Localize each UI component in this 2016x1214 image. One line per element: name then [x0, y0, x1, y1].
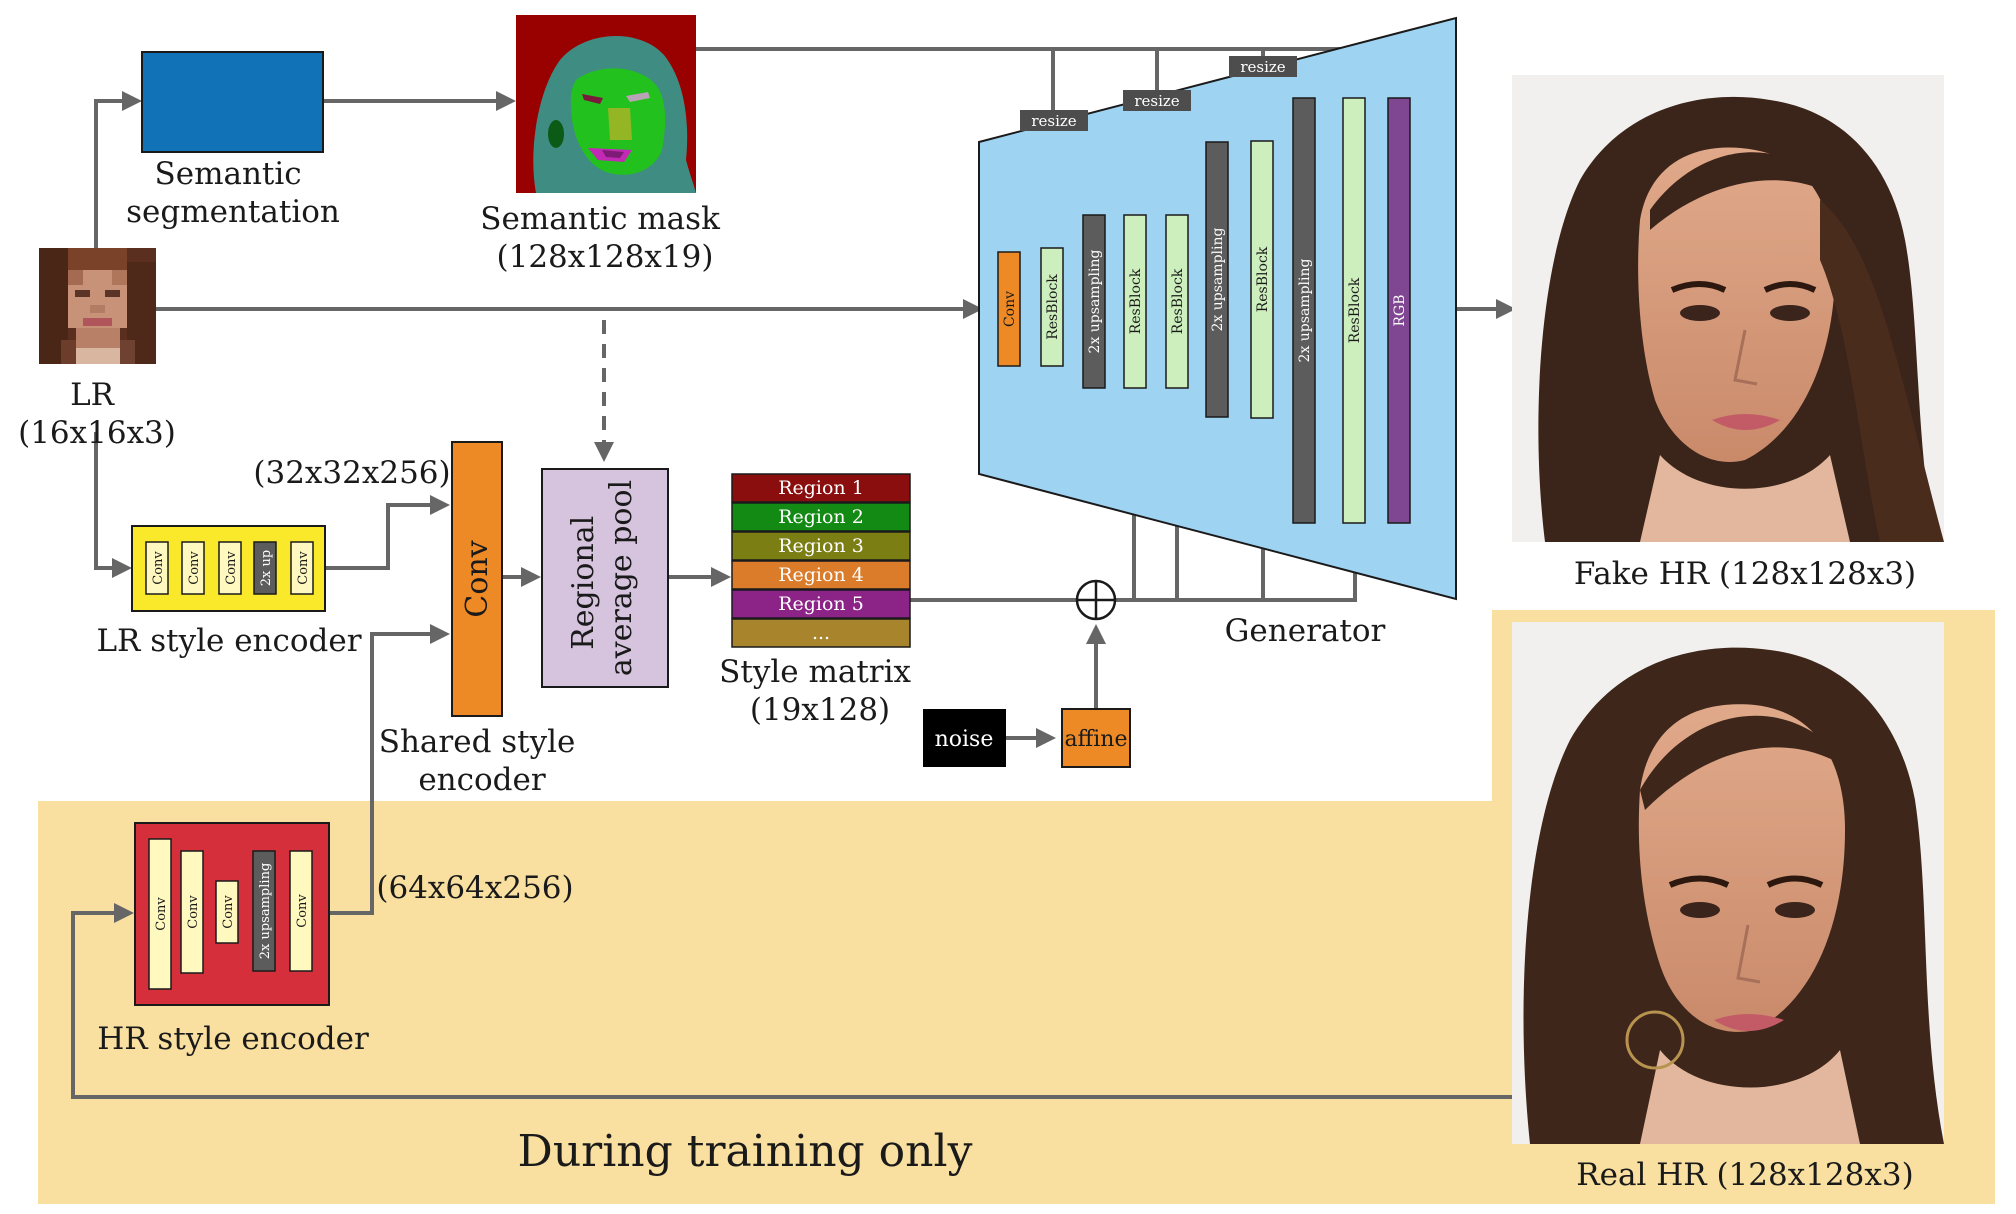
generator-layer-0: [997, 251, 1021, 367]
lr-style-encoder-label: LR style encoder: [96, 623, 361, 659]
semantic-mask-label: Semantic mask (128x128x19): [480, 201, 729, 275]
hr-encoder-layer-label: Conv: [295, 894, 310, 928]
generator-layer-label: Conv: [1002, 291, 1018, 327]
noise-block: [923, 709, 1006, 767]
lr-encoder-layer-1: [181, 541, 205, 595]
real-hr-label: Real HR (128x128x3): [1576, 1157, 1913, 1193]
lr-encoder-layer-label: Conv: [187, 551, 202, 585]
hr-encoder-layer-label: 2x upsampling: [258, 863, 273, 960]
hr-encoder-layer-label: Conv: [221, 895, 236, 929]
generator-layer-label: 2x upsampling: [1297, 258, 1313, 362]
generator-layer-label: ResBlock: [1170, 268, 1186, 334]
generator-layer-3: [1123, 214, 1147, 389]
generator-layer-label: ResBlock: [1347, 277, 1363, 343]
generator-layer-9: [1387, 97, 1411, 524]
generator-layer-4: [1165, 214, 1189, 389]
lr-encoder-layer-label: Conv: [151, 551, 166, 585]
arrow-real-to-hr-encoder: [71, 903, 1512, 1099]
affine-block: [1061, 708, 1131, 768]
arrow-hr-encoder-to-conv: [329, 624, 450, 915]
style-matrix-label: Style matrix (19x128): [719, 654, 921, 728]
generator-layer-6: [1250, 140, 1274, 419]
generator-layer-8: [1342, 97, 1366, 524]
fake-hr-label: Fake HR (128x128x3): [1574, 556, 1916, 592]
generator-layer-label: RGB: [1392, 294, 1408, 326]
generator-label: Generator: [1225, 613, 1386, 649]
hr-encoder-layer-label: Conv: [154, 897, 169, 931]
semantic-segmentation-block: [141, 51, 324, 153]
sum-operator: [1075, 579, 1117, 621]
semantic-mask-image: [516, 15, 696, 194]
svg-text:resize: resize: [1134, 92, 1179, 110]
fake-hr-image: [1512, 75, 1944, 543]
hr-encoder-layer-label: Conv: [186, 895, 201, 929]
generator-layer-2: [1082, 214, 1106, 389]
lr-encoder-layer-4: [290, 541, 314, 595]
style-matrix-row-label: ...: [812, 622, 830, 644]
hr-encoder-layer-3: [252, 850, 276, 972]
training-region: [38, 610, 1995, 1204]
style-matrix: Region 1 Region 2 Region 3 Region 4 Region 5…: [731, 473, 911, 648]
style-matrix-row-2: [731, 531, 911, 561]
generator-layer-label: ResBlock: [1255, 246, 1271, 312]
style-matrix-row-3: [731, 560, 911, 590]
affine-label: affine: [1065, 727, 1128, 752]
lr-encoder-layer-0: [145, 541, 169, 595]
style-matrix-row-label: Region 5: [778, 593, 864, 615]
resize-box-1: resize: [1020, 110, 1088, 131]
resize-box-3: resize: [1229, 56, 1297, 77]
generator-layer-label: 2x upsampling: [1210, 227, 1226, 331]
regional-average-pool-block: [541, 468, 669, 688]
arrow-lr-to-lr-encoder: [94, 432, 132, 578]
hr-encoder-layer-0: [148, 838, 172, 990]
generator-layers: Conv ResBlock 2x upsampling ResBlock ResBloc…: [997, 97, 1411, 524]
lr-encoder-layers: Conv Conv Conv 2x up Conv: [145, 541, 314, 595]
style-matrix-row-1: [731, 502, 911, 532]
hr-encoder-layer-1: [180, 850, 204, 974]
style-matrix-row-label: Region 2: [778, 506, 864, 528]
generator-layer-label: ResBlock: [1045, 274, 1061, 340]
real-hr-image: [1512, 622, 1944, 1144]
noise-label: noise: [935, 727, 994, 752]
hr-encoder-layer-2: [215, 880, 239, 944]
shared-style-encoder-label: Shared style encoder: [379, 724, 586, 798]
style-matrix-row-0: [731, 473, 911, 503]
lr-encoder-layer-2: [218, 541, 242, 595]
style-matrix-row-label: Region 1: [778, 477, 864, 499]
resize-box-2: resize: [1123, 90, 1191, 111]
style-matrix-row-5: [731, 618, 911, 648]
lr-encoder-layer-label: 2x up: [259, 550, 274, 586]
hr-style-encoder-label: HR style encoder: [97, 1021, 369, 1057]
style-matrix-row-4: [731, 589, 911, 619]
lr-encoder-layer-label: Conv: [296, 551, 311, 585]
lr-encoder-layer-3: [253, 541, 277, 595]
hr-encoder-layers: Conv Conv Conv 2x upsampling Conv: [148, 838, 313, 990]
lr-encoder-layer-label: Conv: [224, 551, 239, 585]
arrow-lr-encoder-to-conv: [325, 495, 450, 570]
semantic-segmentation-label: Semantic segmentation: [126, 156, 340, 230]
generator-layer-label: 2x upsampling: [1087, 249, 1103, 353]
svg-text:resize: resize: [1031, 112, 1076, 130]
dim-32-label: (32x32x256): [253, 455, 450, 491]
generator-layer-5: [1205, 141, 1229, 418]
training-only-label: During training only: [518, 1126, 973, 1177]
generator-layer-label: ResBlock: [1128, 268, 1144, 334]
lr-input-image: [39, 248, 156, 364]
svg-text:resize: resize: [1240, 58, 1285, 76]
lr-label: LR (16x16x3): [18, 377, 176, 451]
style-matrix-row-label: Region 4: [778, 564, 864, 586]
shared-conv-label: Conv: [460, 540, 495, 617]
arrow-lr-to-segmentation: [94, 91, 142, 248]
dim-64-label: (64x64x256): [376, 870, 573, 906]
generator-layer-7: [1292, 97, 1316, 524]
regional-average-pool-label: Regional average pool: [566, 480, 639, 676]
shared-conv-block: [451, 441, 503, 717]
style-matrix-row-label: Region 3: [778, 535, 864, 557]
generator-layer-1: [1040, 247, 1064, 367]
hr-encoder-layer-4: [289, 850, 313, 972]
